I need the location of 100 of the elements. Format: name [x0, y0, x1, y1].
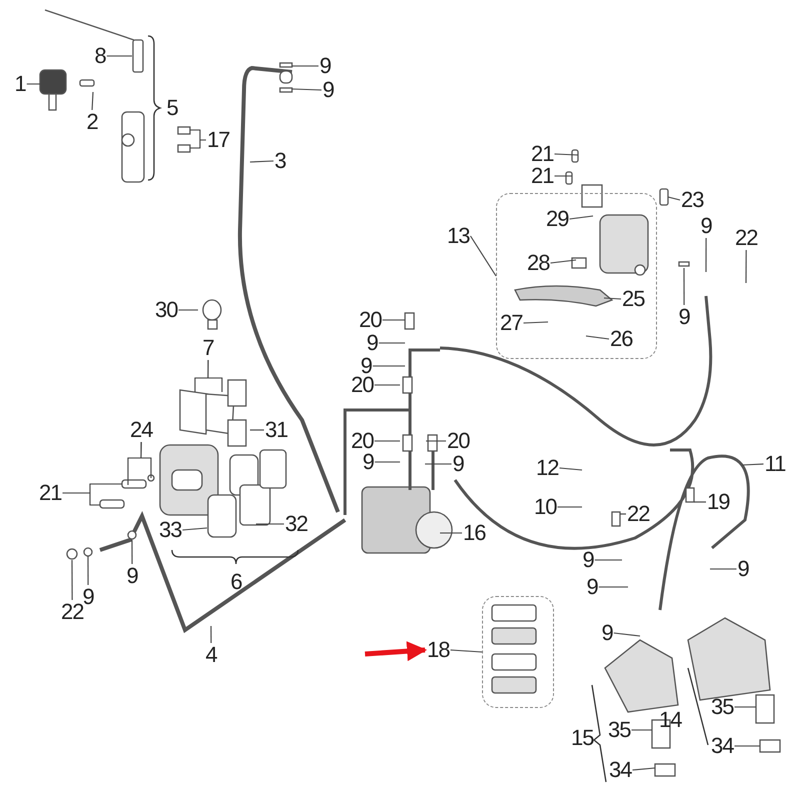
callout-number: 28 [527, 252, 550, 274]
leader-line [694, 501, 706, 503]
callout-number: 2 [86, 111, 98, 133]
callout-number: 25 [622, 288, 644, 310]
leader-line [378, 342, 405, 344]
leader-line [683, 268, 685, 305]
leader-line [558, 506, 582, 508]
leader-line [710, 568, 736, 570]
leader-line [190, 139, 206, 149]
leader-line [745, 250, 747, 283]
leader-line [426, 440, 446, 442]
leader-line [372, 365, 405, 367]
callout-number: 9 [582, 549, 594, 571]
callout-number: 29 [546, 208, 568, 230]
callout-number: 34 [609, 759, 632, 781]
leader-line [559, 467, 582, 471]
leader-line [734, 745, 760, 747]
leader-line [292, 88, 322, 91]
callout-number: 14 [659, 709, 682, 731]
callout-number: 35 [711, 696, 734, 718]
leader-line [523, 321, 548, 324]
leader-line [292, 65, 318, 67]
leader-line [632, 729, 652, 731]
arrow [364, 641, 427, 662]
leader-line [734, 706, 756, 708]
callout-number: 15 [571, 727, 594, 749]
callout-number: 9 [586, 576, 598, 598]
callout-number: 4 [206, 644, 217, 666]
leader-line [632, 767, 656, 771]
leader-line [92, 92, 94, 110]
leader-line [594, 559, 622, 561]
callout-number: 1 [14, 73, 26, 95]
callout-number: 9 [362, 451, 374, 473]
callout-number: 22 [61, 601, 84, 623]
callout-number: 9 [602, 622, 613, 644]
callout-number: 30 [155, 299, 178, 321]
callout-number: 20 [359, 309, 382, 331]
callout-number: 9 [82, 586, 94, 608]
callout-number: 23 [681, 189, 704, 211]
leader-line [131, 540, 133, 564]
callout-number: 10 [534, 496, 556, 518]
callout-number: 9 [322, 79, 334, 101]
callout-number: 9 [452, 453, 464, 475]
callout-number: 20 [351, 430, 374, 452]
callout-number: 34 [711, 735, 734, 757]
callout-number: 9 [738, 558, 749, 580]
leader-line [604, 297, 622, 300]
leader-line [598, 586, 628, 588]
callout-number: 26 [610, 328, 632, 350]
leader-line [569, 215, 594, 220]
callout-number: 32 [285, 513, 308, 535]
callout-number: 35 [608, 719, 630, 741]
callout-number: 27 [500, 312, 522, 334]
leader-line [425, 463, 452, 465]
leader-line [140, 442, 152, 478]
leader-line [256, 523, 284, 525]
callout-number: 33 [159, 519, 182, 541]
leader-line [250, 160, 274, 163]
leader-line [450, 649, 482, 653]
callout-number: 17 [207, 129, 230, 151]
leader-line [374, 440, 400, 442]
callout-number: 24 [130, 419, 152, 441]
leader-line [87, 556, 89, 585]
callout-number: 20 [447, 430, 470, 452]
leader-line [207, 360, 223, 392]
leader-line [554, 175, 572, 177]
callout-number: 5 [166, 97, 178, 119]
leader-line [440, 532, 462, 534]
callout-number: 12 [536, 457, 558, 479]
callout-number: 9 [126, 565, 138, 587]
callout-number: 9 [360, 355, 372, 377]
callout-number: 19 [707, 491, 730, 513]
leader-line [742, 463, 764, 466]
callout-number: 9 [320, 55, 331, 77]
callout-number: 21 [531, 165, 554, 187]
leader-line [586, 335, 610, 340]
callout-number: 22 [627, 503, 650, 525]
leader-line [250, 429, 264, 431]
leader-line [470, 236, 496, 276]
leader-line [374, 384, 400, 386]
leader-line [178, 309, 198, 311]
leader-line [614, 632, 640, 637]
callout-number: 21 [39, 482, 62, 504]
dashed-outline [482, 596, 554, 708]
callout-number: 9 [678, 306, 690, 328]
leader-line [550, 259, 576, 264]
leader-line [620, 513, 626, 515]
callout-number: 3 [274, 150, 286, 172]
callout-number: 11 [764, 453, 786, 475]
callout-number: 18 [427, 639, 450, 661]
callout-number: 22 [735, 227, 758, 249]
callout-number: 8 [94, 45, 106, 67]
leader-line [71, 560, 73, 600]
callout-number: 21 [531, 143, 554, 165]
leader-line [554, 153, 578, 156]
callout-number: 16 [463, 522, 486, 544]
leader-line [210, 626, 212, 643]
leader-line [182, 527, 208, 531]
leader-line [374, 461, 400, 463]
leader-line [62, 492, 100, 506]
